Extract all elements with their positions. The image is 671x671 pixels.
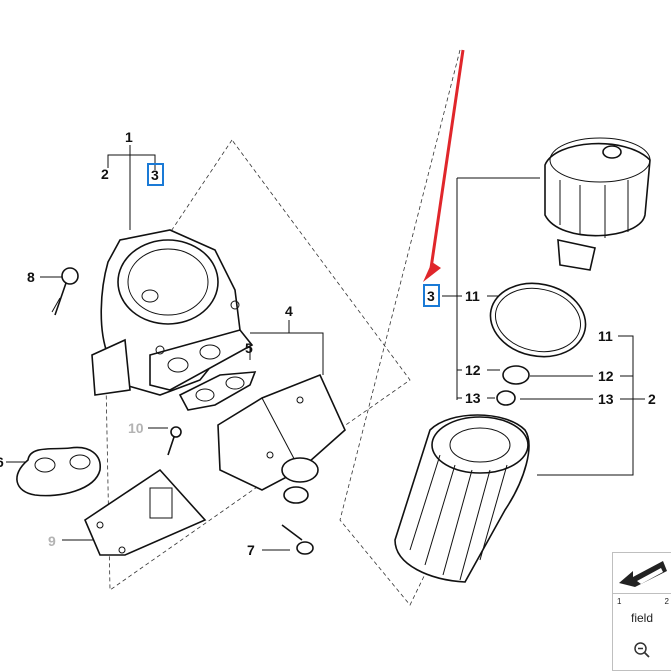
callout-4[interactable]: 4	[285, 303, 293, 319]
callout-12-right[interactable]: 12	[598, 368, 614, 384]
panel-num-left: 1	[617, 597, 622, 606]
filter-cap	[544, 137, 651, 271]
bolt-8	[51, 267, 79, 316]
gasket-6	[16, 446, 101, 497]
diagram-nav-panel: 1 2 field	[612, 552, 671, 671]
screw-10	[167, 426, 182, 456]
callout-3-right[interactable]: 3	[427, 288, 435, 304]
callout-12-left[interactable]: 12	[465, 362, 481, 378]
callout-10[interactable]: 10	[128, 420, 144, 436]
zoom-out-icon[interactable]	[633, 641, 651, 659]
filter-element	[394, 414, 530, 583]
callout-1[interactable]: 1	[125, 129, 133, 145]
o-ring-11	[489, 282, 587, 358]
callout-9[interactable]: 9	[48, 533, 56, 549]
oil-cooler-4	[217, 373, 346, 504]
callout-2-right[interactable]: 2	[648, 391, 656, 407]
callout-3-left[interactable]: 3	[151, 167, 159, 183]
diagram-thumbnail[interactable]	[613, 553, 671, 594]
panel-num-right: 2	[664, 597, 669, 606]
panel-page-numbers: 1 2	[617, 597, 669, 606]
callout-13-right[interactable]: 13	[598, 391, 614, 407]
right-dashed-frame	[339, 49, 501, 606]
left-dashed-frame	[104, 139, 411, 591]
highlight-box-left	[147, 163, 164, 186]
callout-6[interactable]: 6	[0, 454, 4, 470]
o-ring-12	[502, 365, 530, 385]
panel-field-label: field	[630, 611, 653, 625]
callout-5[interactable]: 5	[245, 340, 253, 356]
highlight-box-right	[423, 284, 440, 307]
callout-11-right[interactable]: 11	[598, 328, 613, 344]
bolt-7	[281, 524, 314, 555]
bracket-9	[84, 468, 207, 556]
callout-13-left[interactable]: 13	[465, 390, 481, 406]
gasket-5	[178, 371, 257, 411]
callout-7[interactable]: 7	[247, 542, 255, 558]
o-ring-13	[496, 390, 516, 406]
leader-lines-right	[442, 177, 645, 476]
callout-2-left[interactable]: 2	[101, 166, 109, 182]
car-silhouette-icon	[619, 561, 667, 587]
red-arrow-annotation	[423, 49, 465, 282]
oil-filter-housing	[91, 229, 254, 396]
callout-11-top[interactable]: 11	[465, 288, 480, 304]
leader-lines-left	[6, 145, 324, 551]
callout-8[interactable]: 8	[27, 269, 35, 285]
